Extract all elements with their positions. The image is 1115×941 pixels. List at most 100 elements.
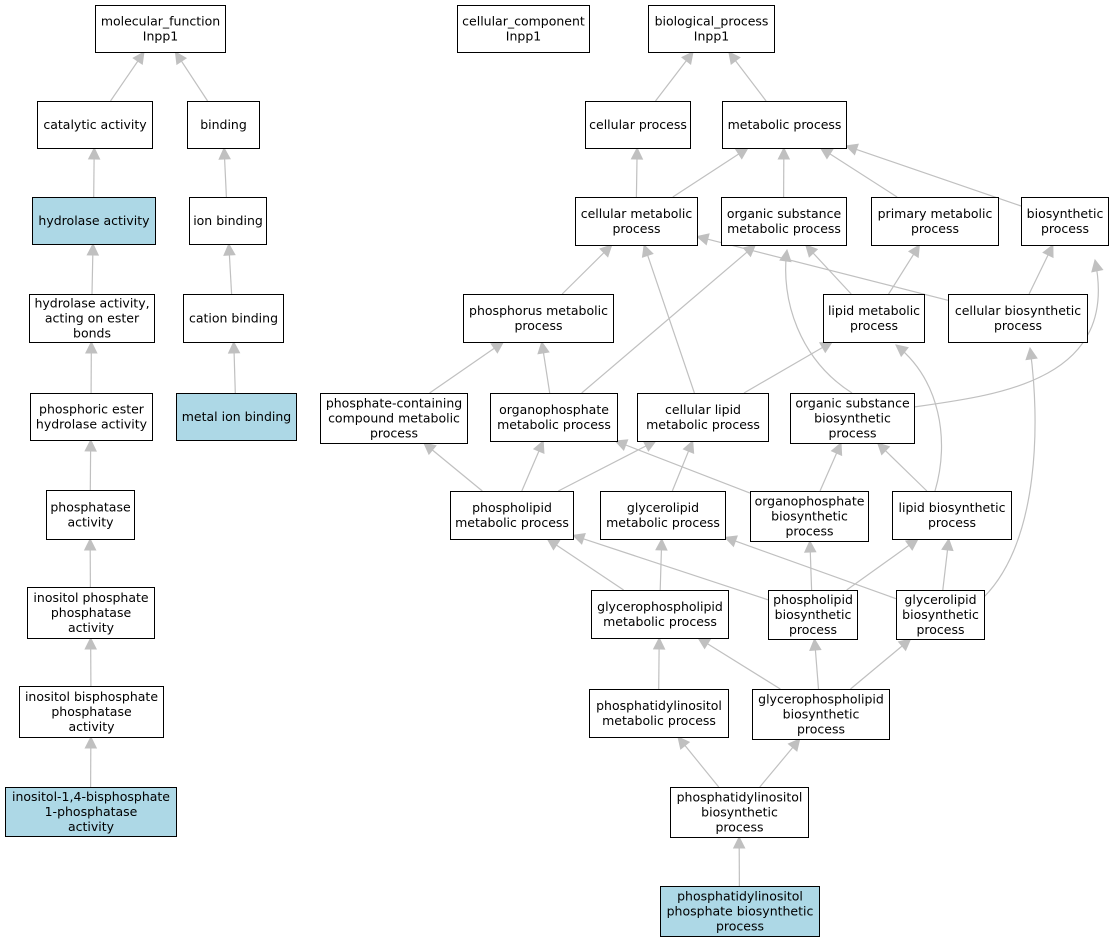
node-box — [670, 787, 809, 838]
edge-pase-to-phe — [84, 438, 97, 491]
node-label-line: cellular lipid — [665, 402, 741, 417]
edge-arrowhead — [732, 835, 746, 849]
edge-arrowhead — [85, 340, 98, 354]
edge-arrowhead — [537, 340, 550, 355]
edge-line — [228, 254, 233, 295]
edge-arrowhead — [630, 146, 644, 160]
edge-arrowhead — [742, 244, 757, 258]
node-label-line: phosphatidylinositol — [596, 698, 722, 713]
node-box — [660, 886, 820, 937]
node-label-line: metabolic process — [602, 713, 716, 728]
node-label-line: biosynthetic — [814, 411, 891, 426]
node-box — [463, 294, 614, 343]
edge-ionb-to-bind — [218, 146, 231, 198]
edge-cbp-to-bsp — [1028, 243, 1054, 295]
node-ionb[interactable]: ion binding — [189, 197, 267, 245]
node-box — [790, 393, 915, 444]
node-label-line: process — [928, 515, 976, 530]
edge-glbp-to-lbp — [941, 537, 954, 591]
node-label-line: activity — [68, 719, 115, 734]
node-cat[interactable]: catalytic activity — [37, 101, 153, 149]
edge-arrowhead — [84, 735, 98, 749]
edge-plmp-to-clmp — [558, 440, 657, 492]
node-label-line: metal ion binding — [182, 409, 292, 424]
edge-arrowhead — [652, 636, 666, 650]
node-label-line: organophosphate — [499, 402, 609, 417]
edge-line — [647, 255, 695, 394]
edge-arrowhead — [227, 340, 241, 354]
node-label-line: cellular_component — [462, 14, 585, 29]
node-box — [871, 197, 999, 246]
node-box — [320, 393, 468, 444]
edge-lmp-to-pmp — [888, 244, 921, 295]
edges-layer — [83, 51, 1104, 887]
edge-line — [583, 538, 769, 601]
edge-arrowhead — [895, 344, 909, 358]
edge-line — [819, 452, 838, 492]
edge-line — [812, 252, 852, 295]
edge-lbp-to-lmp — [895, 344, 943, 492]
edge-line — [888, 253, 915, 295]
node-hyd[interactable]: hydrolase activity — [32, 197, 156, 245]
edge-line — [659, 549, 662, 591]
node-label-line: organic substance — [795, 396, 910, 411]
node-mib[interactable]: metal ion binding — [176, 393, 297, 441]
edge-line — [829, 153, 898, 198]
node-bind[interactable]: binding — [187, 101, 260, 149]
node-i14[interactable]: inositol-1,4-bisphosphate1-phosphataseac… — [5, 787, 177, 837]
node-box — [457, 5, 590, 53]
node-box — [637, 393, 769, 442]
edge-plmp-to-pccm — [423, 442, 483, 492]
node-box — [648, 5, 775, 53]
node-mp[interactable]: metabolic process — [722, 101, 847, 149]
node-label-line: inositol phosphate — [33, 590, 148, 605]
node-label-line: process — [1041, 221, 1089, 236]
edge-glbp-to-cbp — [983, 346, 1038, 598]
node-label-line: biosynthetic — [701, 805, 778, 820]
node-box — [1021, 197, 1109, 246]
node-box — [95, 5, 226, 53]
node-catb[interactable]: cation binding — [183, 294, 284, 343]
edge-line — [846, 544, 910, 591]
edge-arrowhead — [83, 537, 97, 551]
edge-arrowhead — [132, 51, 145, 66]
edge-gpmp-to-plmp — [546, 538, 624, 591]
node-label-line: process — [789, 622, 837, 637]
node-cp[interactable]: cellular process — [585, 101, 691, 149]
node-label-line: compound metabolic — [328, 411, 460, 426]
node-label-line: cellular metabolic — [581, 206, 693, 221]
edge-clmp-to-cmp — [641, 243, 695, 394]
node-box — [722, 101, 847, 149]
edge-arrowhead — [803, 539, 817, 553]
